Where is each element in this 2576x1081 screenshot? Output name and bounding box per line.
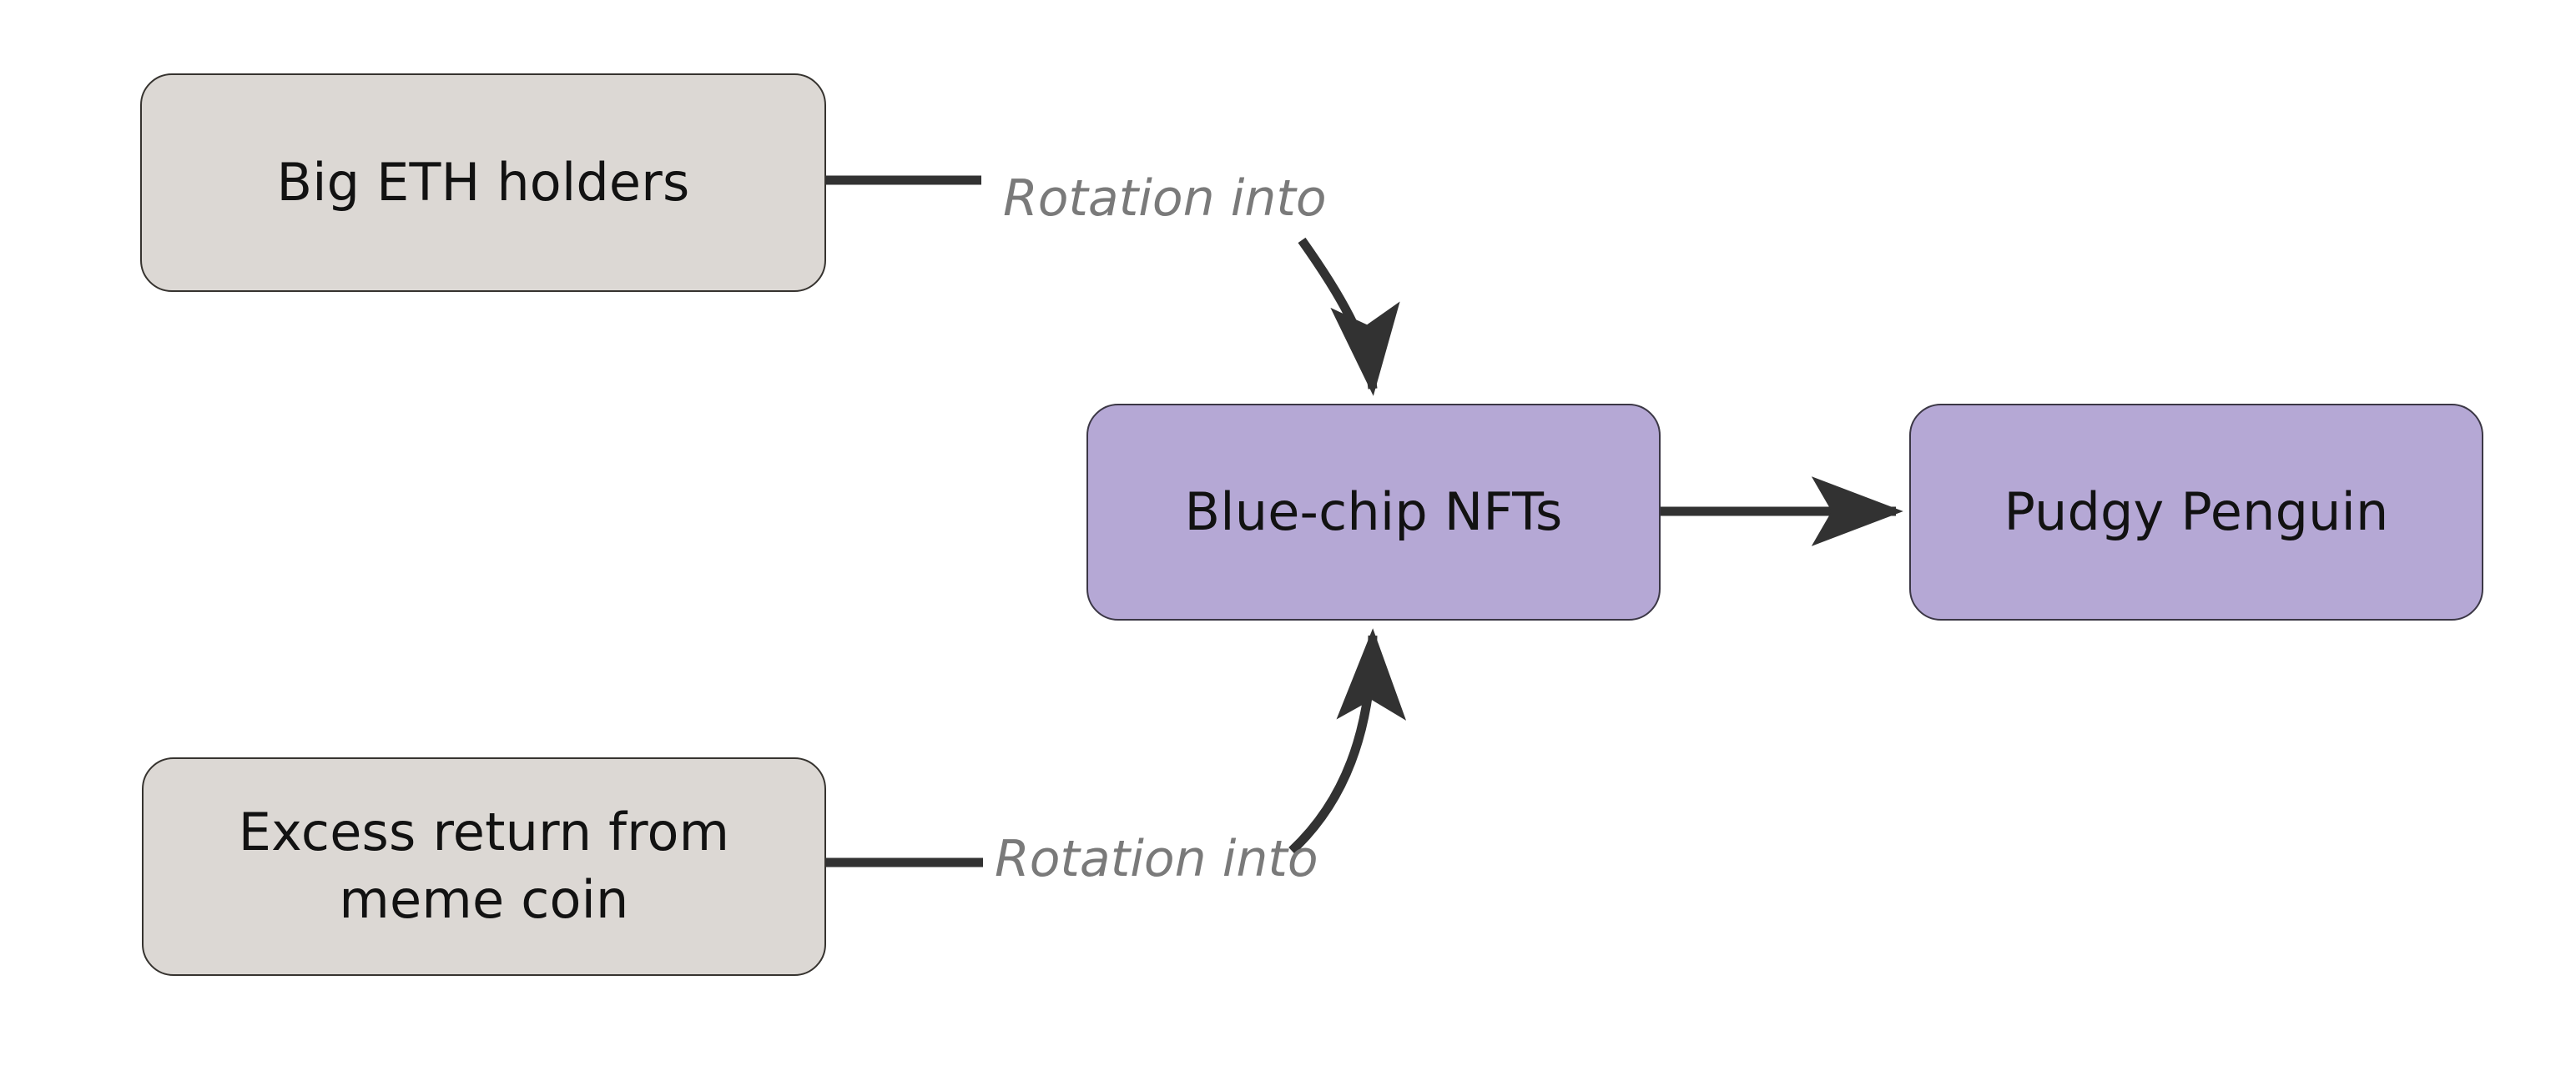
- edge-label-rotation-into-top: Rotation into: [1003, 169, 1327, 228]
- edge-arrow-excess-return-to-nfts: [1288, 628, 1407, 855]
- edge-arrow-big-eth-to-nfts: [1298, 237, 1400, 396]
- node-label-blue-chip-nfts: Blue-chip NFTs: [1184, 480, 1563, 542]
- node-big-eth-holders[interactable]: Big ETH holders: [140, 73, 826, 292]
- node-pudgy-penguin[interactable]: Pudgy Penguin: [1909, 404, 2483, 621]
- edge-label-rotation-into-bottom: Rotation into: [995, 830, 1318, 888]
- node-excess-return-from-meme-coin[interactable]: Excess return from meme coin: [142, 757, 826, 976]
- node-blue-chip-nfts[interactable]: Blue-chip NFTs: [1086, 404, 1661, 621]
- node-label-big-eth-holders: Big ETH holders: [276, 151, 690, 213]
- node-label-excess-return-from-meme-coin: Excess return from meme coin: [238, 802, 730, 930]
- node-label-pudgy-penguin: Pudgy Penguin: [2004, 480, 2389, 542]
